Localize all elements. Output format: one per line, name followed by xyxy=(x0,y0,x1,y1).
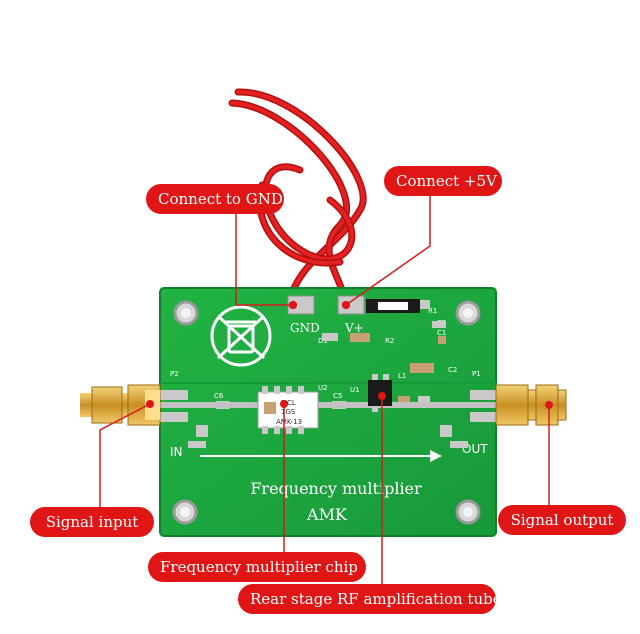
chip-text-3: AMK-13 xyxy=(276,418,302,426)
r2-label: R2 xyxy=(385,337,394,345)
in-silkscreen: IN xyxy=(170,445,183,459)
multiplier-chip: MCL 1GS AMK-13 xyxy=(257,386,319,434)
smd-components xyxy=(160,299,496,448)
callout-leaders xyxy=(99,188,550,598)
chip-text-2: 1GS xyxy=(281,408,296,416)
c5-label: C5 xyxy=(333,392,342,400)
gnd-silkscreen: GND xyxy=(290,321,320,335)
u2-label: U2 xyxy=(318,384,328,392)
callout-connect-gnd: Connect to GND xyxy=(146,184,284,214)
sma-input-connector xyxy=(80,384,161,426)
callout-rf-amplification-tube: Rear stage RF amplification tube xyxy=(238,584,502,614)
signal-direction-arrow xyxy=(200,450,442,462)
vplus-silkscreen: V+ xyxy=(344,321,364,335)
sma-output-connector xyxy=(495,384,567,426)
r1-label: R1 xyxy=(428,307,437,315)
chip-text-1: MCL xyxy=(281,399,296,407)
p2-label: P2 xyxy=(170,370,179,378)
c6-label: C6 xyxy=(214,392,224,400)
c1-label: C1 xyxy=(437,329,446,337)
p1-label: P1 xyxy=(472,370,481,378)
c2-label: C2 xyxy=(448,366,457,374)
callout-connect-5v: Connect +5V xyxy=(384,166,502,196)
brand-silkscreen: AMK xyxy=(306,505,348,524)
callout-multiplier-chip: Frequency multiplier chip xyxy=(148,552,366,582)
board-title-silkscreen: Frequency multiplier xyxy=(250,479,422,498)
u1-label: U1 xyxy=(350,386,360,394)
recycle-bin-icon xyxy=(210,305,272,367)
callout-signal-input: Signal input xyxy=(30,507,154,537)
callout-signal-output: Signal output xyxy=(498,505,626,535)
pcb-board: GND V+ D1 R2 R1 C3 C1 C2 P2 P1 U2 U1 L1 … xyxy=(159,287,497,537)
out-silkscreen: OUT xyxy=(462,442,488,456)
l1-label: L1 xyxy=(398,372,406,380)
mounting-holes xyxy=(172,300,481,525)
